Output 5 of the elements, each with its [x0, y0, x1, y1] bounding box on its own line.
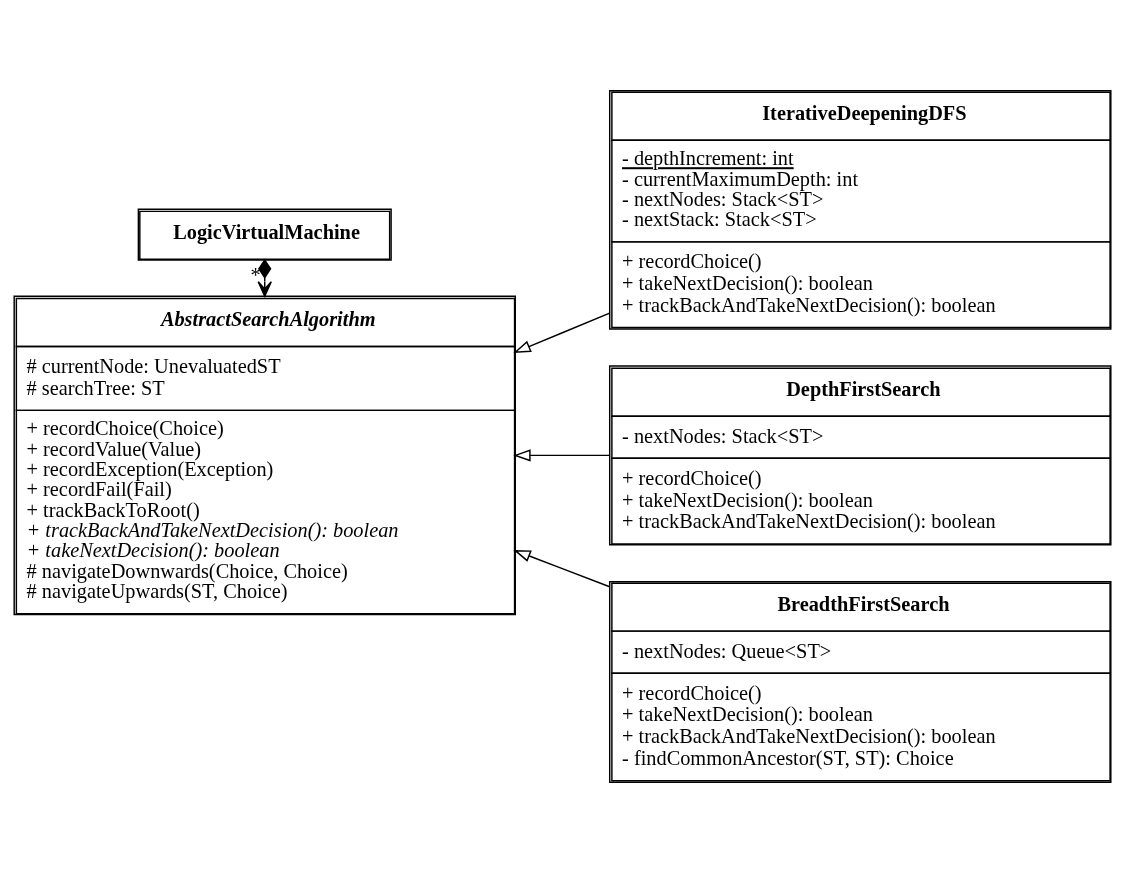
arrow: [257, 258, 272, 297]
arrow: [513, 311, 611, 353]
arrow: [513, 448, 611, 461]
edge-label: *: [250, 263, 261, 286]
arrow: [513, 549, 611, 587]
